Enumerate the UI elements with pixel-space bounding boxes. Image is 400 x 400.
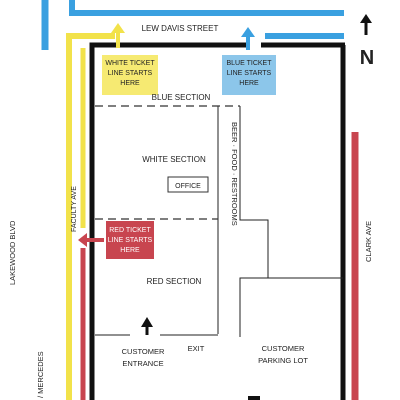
- yellow-up-arrow: [111, 23, 125, 48]
- parking-label-1: CUSTOMER: [262, 344, 305, 353]
- corridor-label: BEER · FOOD · RESTROOMS: [230, 122, 239, 226]
- blue-ticket-box: [222, 55, 276, 95]
- compass-n-label: N: [360, 47, 374, 69]
- entrance-label-1: CUSTOMER: [122, 347, 165, 356]
- white-ticket-line-3: HERE: [120, 80, 140, 87]
- white-ticket-line-2: LINE STARTS: [108, 70, 153, 77]
- mercedes-label: / MERCEDES: [36, 351, 45, 398]
- blue-ticket-line-2: LINE STARTS: [227, 70, 272, 77]
- white-section-label: WHITE SECTION: [142, 155, 206, 164]
- interior-walls: [95, 106, 343, 337]
- yellow-queue-line-outer: [66, 33, 115, 400]
- red-ticket-line-1: RED TICKET: [109, 227, 151, 234]
- red-left-arrow: [78, 233, 104, 247]
- entrance-label-2: ENTRANCE: [122, 359, 163, 368]
- white-ticket-line-1: WHITE TICKET: [105, 60, 155, 67]
- office-box: [167, 176, 209, 193]
- red-ticket-line-3: HERE: [120, 247, 140, 254]
- white-ticket-box: [102, 55, 158, 95]
- lakewood-blvd-label: LAKEWOOD BLVD: [8, 220, 17, 285]
- blue-ticket-line-3: HERE: [239, 80, 259, 87]
- blue-queue-line-top: [69, 0, 344, 16]
- building-walls: [89, 42, 346, 400]
- exit-label: EXIT: [188, 344, 205, 353]
- parking-label-2: PARKING LOT: [258, 356, 308, 365]
- office-label: OFFICE: [175, 183, 201, 190]
- bottom-marker: [248, 396, 260, 400]
- clark-ave-label: CLARK AVE: [364, 221, 373, 262]
- north-arrow-icon: [360, 14, 372, 35]
- blue-section-label: BLUE SECTION: [152, 93, 211, 102]
- entrance-arrow-icon: [141, 317, 153, 335]
- red-ticket-line-2: LINE STARTS: [108, 237, 153, 244]
- lew-davis-street-label: LEW DAVIS STREET: [142, 24, 219, 33]
- red-ticket-box: [106, 221, 154, 259]
- blue-up-arrow: [241, 27, 255, 50]
- blue-ticket-line-1: BLUE TICKET: [227, 60, 273, 67]
- red-section-label: RED SECTION: [147, 277, 202, 286]
- faculty-ave-label: FACULTY AVE: [71, 186, 78, 232]
